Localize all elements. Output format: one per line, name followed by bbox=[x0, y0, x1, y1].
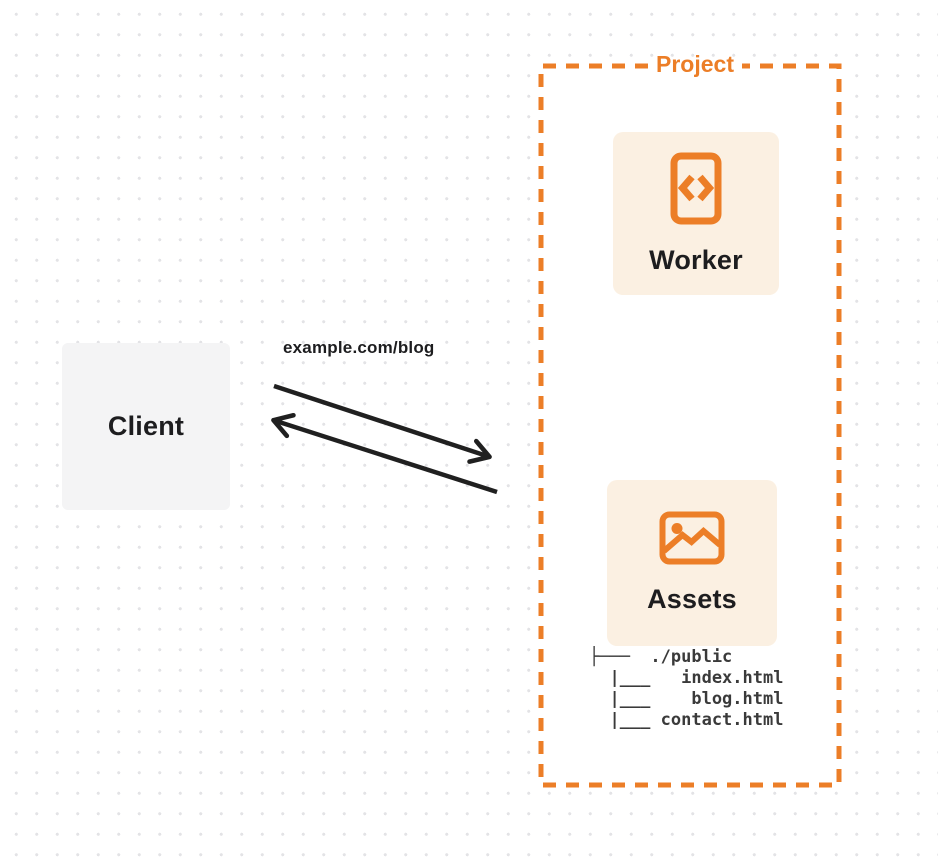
file-tree-line: ├─── ./public bbox=[589, 647, 733, 667]
image-picture-icon bbox=[659, 511, 725, 565]
project-label: Project bbox=[656, 51, 734, 77]
client-label: Client bbox=[107, 411, 185, 441]
code-brackets-icon bbox=[670, 152, 722, 224]
file-tree-line: |___ index.html bbox=[589, 668, 784, 688]
file-tree-line: |___ contact.html bbox=[589, 710, 784, 730]
worker-label: Worker bbox=[649, 244, 743, 275]
client-node: Client bbox=[62, 343, 230, 510]
request-url-label: example.com/blog bbox=[283, 338, 435, 357]
request-arrow bbox=[273, 383, 492, 464]
assets-file-tree: ├─── ./public |___ index.html |___ blog.… bbox=[589, 647, 783, 731]
worker-node: Worker bbox=[613, 132, 779, 295]
response-arrow bbox=[271, 412, 498, 495]
file-tree-line: |___ blog.html bbox=[589, 689, 784, 709]
assets-label: Assets bbox=[647, 584, 737, 614]
assets-node: Assets bbox=[607, 480, 777, 646]
